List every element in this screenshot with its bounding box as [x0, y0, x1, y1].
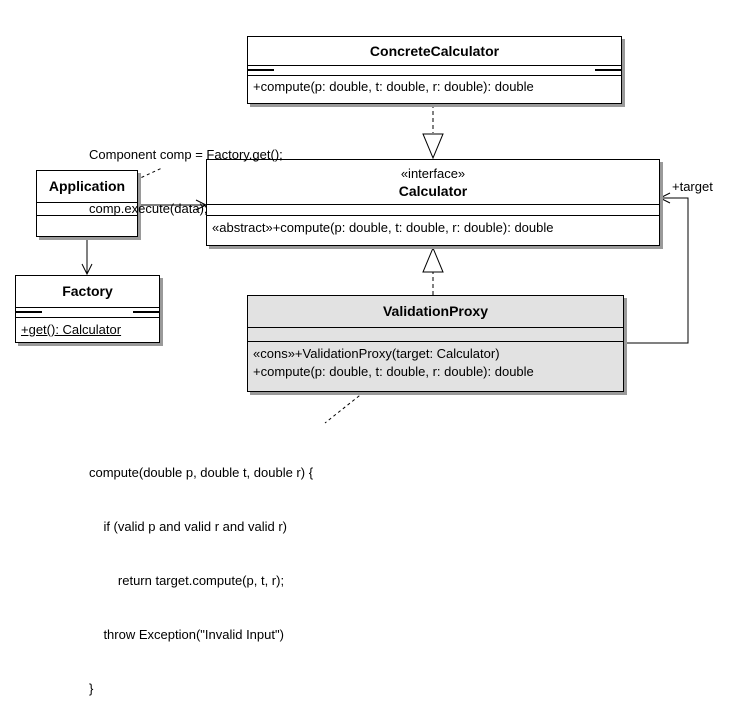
target-role-label: +target: [672, 179, 713, 194]
operations-compartment: +compute(p: double, t: double, r: double…: [248, 75, 621, 96]
interface-calculator[interactable]: «interface» Calculator «abstract»+comput…: [206, 159, 660, 246]
operations-compartment: [37, 215, 137, 216]
note-line: compute(double p, double t, double r) {: [89, 465, 314, 480]
stereotype-label: «interface»: [400, 166, 466, 181]
note-line: }: [89, 681, 94, 696]
class-name: Factory: [62, 283, 113, 299]
class-name: Application: [48, 178, 126, 194]
class-name: ValidationProxy: [382, 303, 489, 319]
note-line: return target.compute(p, t, r);: [89, 573, 285, 588]
association-target-arrowhead: [658, 192, 671, 204]
operation: +get(): Calculator: [21, 322, 122, 337]
note-anchor-application: [135, 167, 163, 181]
class-application[interactable]: Application: [36, 170, 138, 237]
note-validation-proxy: compute(double p, double t, double r) { …: [89, 428, 313, 716]
operations-compartment: «cons»+ValidationProxy(target: Calculato…: [248, 341, 623, 381]
operation: «abstract»+compute(p: double, t: double,…: [212, 220, 554, 235]
realization-concrete-arrowhead: [422, 133, 444, 160]
class-name: ConcreteCalculator: [369, 43, 500, 59]
association-factory-arrowhead: [81, 263, 93, 276]
note-line: if (valid p and valid r and valid r): [89, 519, 287, 534]
operation: «cons»+ValidationProxy(target: Calculato…: [253, 346, 500, 361]
note-line: Component comp = Factory.get();: [89, 147, 283, 162]
note-line: comp.execute(data);: [89, 201, 208, 216]
class-concrete-calculator[interactable]: ConcreteCalculator +compute(p: double, t…: [247, 36, 622, 104]
operation: +compute(p: double, t: double, r: double…: [253, 364, 534, 379]
operations-compartment: «abstract»+compute(p: double, t: double,…: [207, 215, 659, 237]
attributes-compartment: [16, 307, 159, 317]
relationship-layer: [81, 104, 689, 424]
attributes-compartment: [248, 327, 623, 341]
operation: +compute(p: double, t: double, r: double…: [253, 79, 534, 94]
attributes-compartment: [37, 202, 137, 215]
note-application: Component comp = Factory.get(); comp.exe…: [89, 110, 283, 236]
note-anchor-proxy: [324, 391, 365, 424]
realization-proxy-arrowhead: [422, 246, 444, 273]
association-target-line: [624, 197, 689, 344]
class-factory[interactable]: Factory +get(): Calculator: [15, 275, 160, 343]
attributes-compartment: [207, 204, 659, 215]
operations-compartment: +get(): Calculator: [16, 317, 159, 339]
note-line: throw Exception("Invalid Input"): [89, 627, 284, 642]
class-name: Calculator: [398, 183, 468, 199]
class-validation-proxy[interactable]: ValidationProxy «cons»+ValidationProxy(t…: [247, 295, 624, 392]
attributes-compartment: [248, 65, 621, 75]
